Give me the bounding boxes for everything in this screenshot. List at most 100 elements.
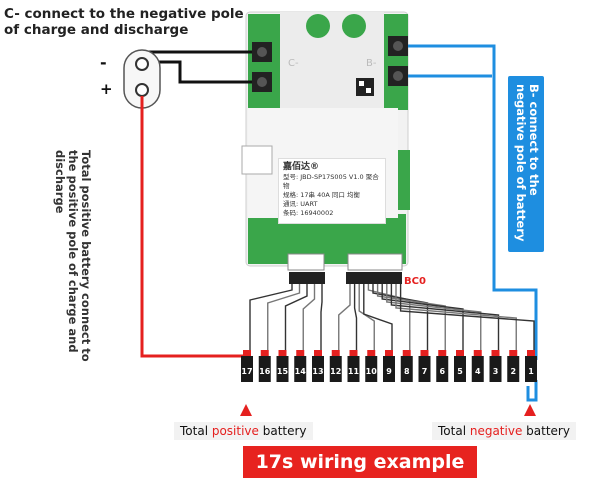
balance-lead-10 — [358, 284, 375, 352]
balance-lead-11 — [353, 284, 358, 352]
cell-label-16: 16 — [259, 367, 271, 376]
cell-tab-9 — [385, 350, 393, 356]
balance-lead-1 — [399, 284, 535, 352]
cell-label-11: 11 — [348, 367, 360, 376]
balance-lead-4 — [386, 284, 482, 352]
board-cover — [280, 12, 384, 118]
cell-17 — [241, 356, 253, 382]
logo-circle-1 — [306, 14, 330, 38]
sticker-line-5: 条码: 16940002 — [283, 209, 334, 217]
cell-label-9: 9 — [386, 367, 392, 376]
b-minus-mark: B- — [366, 58, 377, 69]
cell-tab-14 — [296, 350, 305, 356]
cell-tab-8 — [402, 350, 411, 356]
cell-3 — [489, 356, 502, 382]
b-minus-label: B- connect to the negative pole of batte… — [514, 84, 541, 242]
cell-label-7: 7 — [422, 367, 428, 376]
cell-6 — [436, 356, 449, 382]
cell-tab-7 — [420, 350, 429, 356]
cell-tab-10 — [367, 350, 376, 356]
cell-tab-3 — [491, 350, 500, 356]
balance-connector-right — [347, 253, 403, 271]
b-minus-wire-3 — [526, 380, 538, 402]
cell-label-13: 13 — [312, 367, 323, 376]
plug-right — [346, 272, 402, 284]
negative-arrow — [524, 404, 536, 416]
cell-label-14: 14 — [295, 367, 307, 376]
pcb-side-right — [396, 150, 410, 210]
cell-tab-6 — [438, 350, 447, 356]
cell-9 — [383, 356, 395, 382]
cell-tab-5 — [456, 350, 464, 356]
cell-label-17: 17 — [241, 367, 252, 376]
cell-tab-17 — [243, 350, 251, 356]
plug-pin-minus — [135, 57, 149, 71]
cell-4 — [471, 356, 484, 382]
b-minus-label-box — [508, 76, 544, 252]
cell-label-5: 5 — [457, 367, 463, 376]
cell-2 — [507, 356, 520, 382]
cell-label-4: 4 — [475, 367, 481, 376]
balance-lead-2 — [395, 284, 517, 352]
cell-16 — [258, 356, 271, 382]
diagram-title: 17s wiring example — [243, 446, 477, 478]
bc0-label: BC0 — [404, 276, 426, 287]
cell-tab-13 — [314, 350, 322, 356]
cell-label-12: 12 — [330, 367, 341, 376]
total-positive-label: Total positive battery — [174, 422, 313, 440]
cell-tab-4 — [473, 350, 482, 356]
balance-lead-3 — [390, 284, 500, 352]
balance-lead-17 — [249, 284, 293, 352]
balance-lead-13 — [320, 284, 323, 352]
cell-tab-15 — [278, 350, 287, 356]
balance-lead-14 — [302, 284, 316, 352]
total-positive-word: positive — [211, 424, 259, 438]
cell-tab-16 — [260, 350, 269, 356]
total-negative-label: Total negative battery — [432, 422, 576, 440]
logo-circle-2 — [342, 14, 366, 38]
total-negative-prefix: Total — [438, 424, 470, 438]
cell-12 — [329, 356, 342, 382]
total-positive-side-label: Total positive battery connect to the po… — [53, 150, 93, 362]
cell-tab-11 — [349, 350, 358, 356]
cell-label-10: 10 — [366, 367, 378, 376]
cell-tab-12 — [331, 350, 340, 356]
sticker-line-3: 规格: 17串 40A 同口 均衡 — [283, 191, 360, 199]
c-minus-mark: C- — [288, 58, 299, 69]
balance-lead-9 — [363, 284, 393, 352]
plug-pin-plus — [135, 83, 149, 97]
cell-13 — [312, 356, 324, 382]
total-positive-wire — [140, 96, 248, 366]
qr-code — [356, 78, 374, 96]
pcb-edge-right — [380, 14, 408, 110]
balance-lead-12 — [338, 284, 351, 352]
cell-label-8: 8 — [404, 367, 410, 376]
plus-sign: + — [100, 80, 113, 98]
sticker-line-2: 型号: JBD-SP17S005 V1.0 聚合物 — [283, 173, 379, 190]
cell-14 — [294, 356, 307, 382]
total-negative-word: negative — [469, 424, 523, 438]
minus-sign: - — [100, 53, 107, 72]
balance-lead-5 — [381, 284, 464, 352]
cell-tab-1 — [527, 350, 535, 356]
cell-5 — [454, 356, 466, 382]
cell-label-3: 3 — [493, 367, 499, 376]
board-sticker: 嘉佰达® 型号: JBD-SP17S005 V1.0 聚合物 规格: 17串 4… — [278, 158, 386, 224]
total-positive-prefix: Total — [180, 424, 212, 438]
c-minus-wire-2 — [150, 60, 252, 84]
sticker-line-1: 嘉佰达® — [283, 162, 320, 172]
balance-lead-8 — [367, 284, 411, 352]
balance-lead-15 — [284, 284, 308, 352]
cell-tab-2 — [509, 350, 518, 356]
cell-10 — [365, 356, 378, 382]
cell-label-2: 2 — [510, 367, 516, 376]
cell-1 — [525, 356, 537, 382]
b-minus-wire-1 — [408, 44, 538, 360]
cell-label-1: 1 — [528, 367, 534, 376]
sticker-line-4: 通讯: UART — [283, 200, 318, 208]
cell-8 — [400, 356, 413, 382]
cell-15 — [276, 356, 289, 382]
cell-11 — [347, 356, 360, 382]
